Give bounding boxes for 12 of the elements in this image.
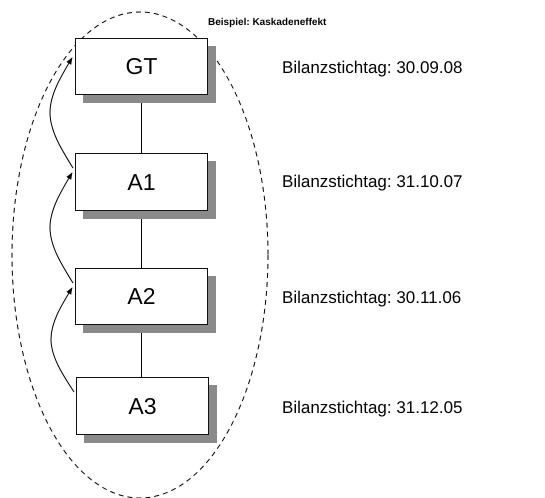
box-label: A3 — [128, 392, 157, 420]
date-label: Bilanzstichtag: 30.11.06 — [282, 288, 462, 308]
date-label: Bilanzstichtag: 31.12.05 — [282, 398, 463, 418]
curved-arrow — [50, 287, 74, 392]
box-label: GT — [126, 53, 158, 80]
date-label: Bilanzstichtag: 30.09.08 — [282, 58, 463, 78]
box-label: A1 — [127, 168, 156, 196]
date-label: Bilanzstichtag: 31.10.07 — [282, 172, 463, 192]
curved-arrow — [50, 172, 74, 284]
box-label: A2 — [127, 283, 156, 310]
diagram-title: Beispiel: Kaskadeneffekt — [208, 17, 326, 28]
curved-arrow — [50, 57, 74, 168]
